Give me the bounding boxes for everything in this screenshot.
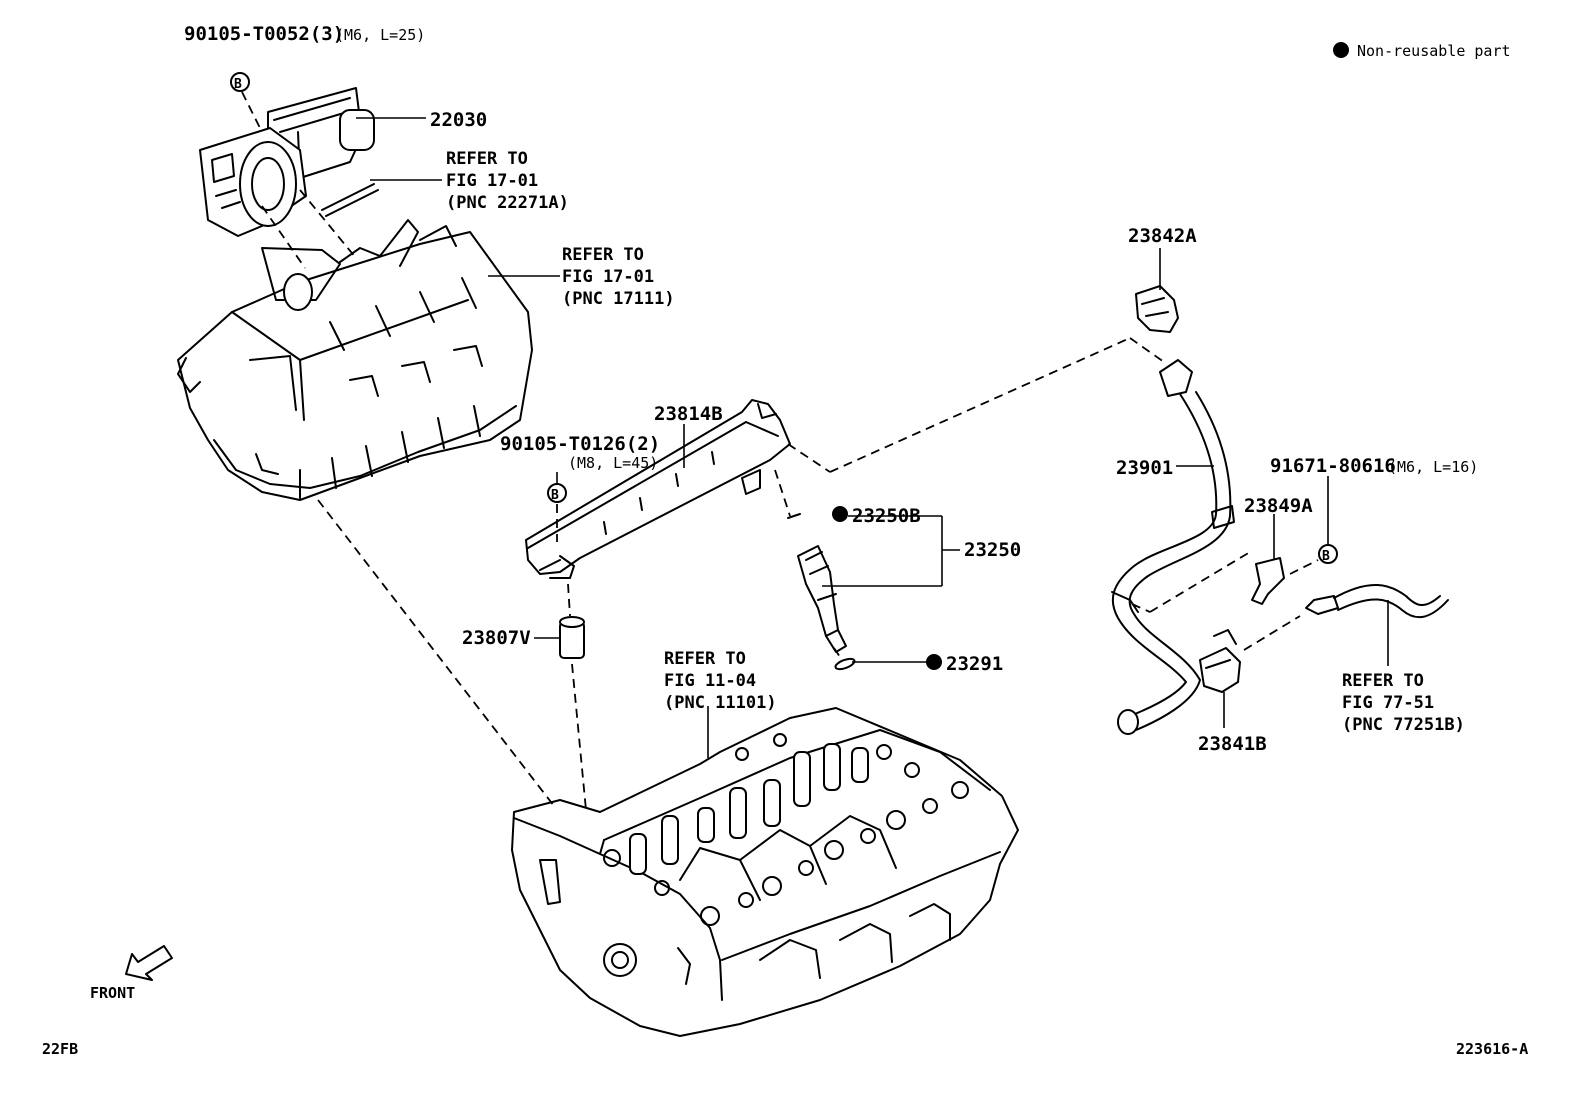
- hose-bracket[interactable]: [1251, 557, 1285, 605]
- label-23841b: 23841B: [1198, 733, 1267, 755]
- label-bolt-rail: 90105-T0126(2): [500, 433, 660, 455]
- label-bolt-clamp-spec: (M6, L=16): [1388, 458, 1478, 476]
- refer-head-line2: FIG 11-04: [664, 671, 756, 691]
- label-23807v: 23807V: [462, 627, 531, 649]
- label-22030: 22030: [430, 109, 487, 131]
- label-23250b: 23250B: [852, 505, 921, 527]
- label-23849a: 23849A: [1244, 495, 1313, 517]
- label-bolt-rail-spec: (M8, L=45): [568, 454, 658, 472]
- front-label: FRONT: [90, 984, 135, 1002]
- refer-head-line3: (PNC 11101): [664, 693, 777, 713]
- refer-gasket-line2: FIG 17-01: [446, 171, 538, 191]
- fuel-injector[interactable]: [787, 513, 856, 671]
- hose-clip-top[interactable]: [1135, 285, 1179, 333]
- non-reusable-icon-23291: [926, 654, 942, 670]
- footer-left: 22FB: [42, 1040, 78, 1058]
- hose-clip-bottom[interactable]: [1199, 629, 1241, 693]
- refer-manifold-line3: (PNC 17111): [562, 289, 675, 309]
- injector-spacer[interactable]: [559, 616, 585, 659]
- refer-gasket-line3: (PNC 22271A): [446, 193, 569, 213]
- refer-tube-line2: FIG 77-51: [1342, 693, 1434, 713]
- refer-manifold-line1: REFER TO: [562, 245, 644, 265]
- label-23250: 23250: [964, 539, 1021, 561]
- label-bolt-clamp: 91671-80616: [1270, 455, 1396, 477]
- refer-tube-line3: (PNC 77251B): [1342, 715, 1465, 735]
- svg-text:B: B: [1322, 549, 1330, 564]
- throttle-gasket: [321, 183, 379, 217]
- non-reusable-icon: [1333, 42, 1349, 58]
- legend: Non-reusable part: [1333, 42, 1511, 60]
- label-23814b: 23814B: [654, 403, 723, 425]
- label-bolt-top: 90105-T0052(3): [184, 23, 344, 45]
- fuel-rail[interactable]: B: [525, 399, 791, 579]
- footer-right: 223616-A: [1456, 1040, 1528, 1058]
- bolt-marker-b-top: [230, 72, 250, 92]
- bolt-marker-b-clamp: [1318, 544, 1338, 564]
- throttle-body[interactable]: B: [199, 72, 375, 237]
- svg-text:B: B: [551, 488, 559, 503]
- fuel-hose[interactable]: [1111, 359, 1235, 735]
- label-23291: 23291: [946, 653, 1003, 675]
- label-bolt-top-spec: (M6, L=25): [335, 26, 425, 44]
- refer-manifold-line2: FIG 17-01: [562, 267, 654, 287]
- non-reusable-icon-23250b: [832, 506, 848, 522]
- label-23901: 23901: [1116, 457, 1173, 479]
- label-23842a: 23842A: [1128, 225, 1197, 247]
- front-arrow-icon: [125, 945, 173, 981]
- svg-text:B: B: [234, 77, 242, 92]
- refer-gasket-line1: REFER TO: [446, 149, 528, 169]
- intake-manifold[interactable]: [177, 219, 533, 501]
- legend-text: Non-reusable part: [1357, 42, 1511, 60]
- cylinder-head: [511, 707, 1019, 1037]
- fuel-tube: [1305, 584, 1449, 619]
- refer-tube-line1: REFER TO: [1342, 671, 1424, 691]
- refer-head-line1: REFER TO: [664, 649, 746, 669]
